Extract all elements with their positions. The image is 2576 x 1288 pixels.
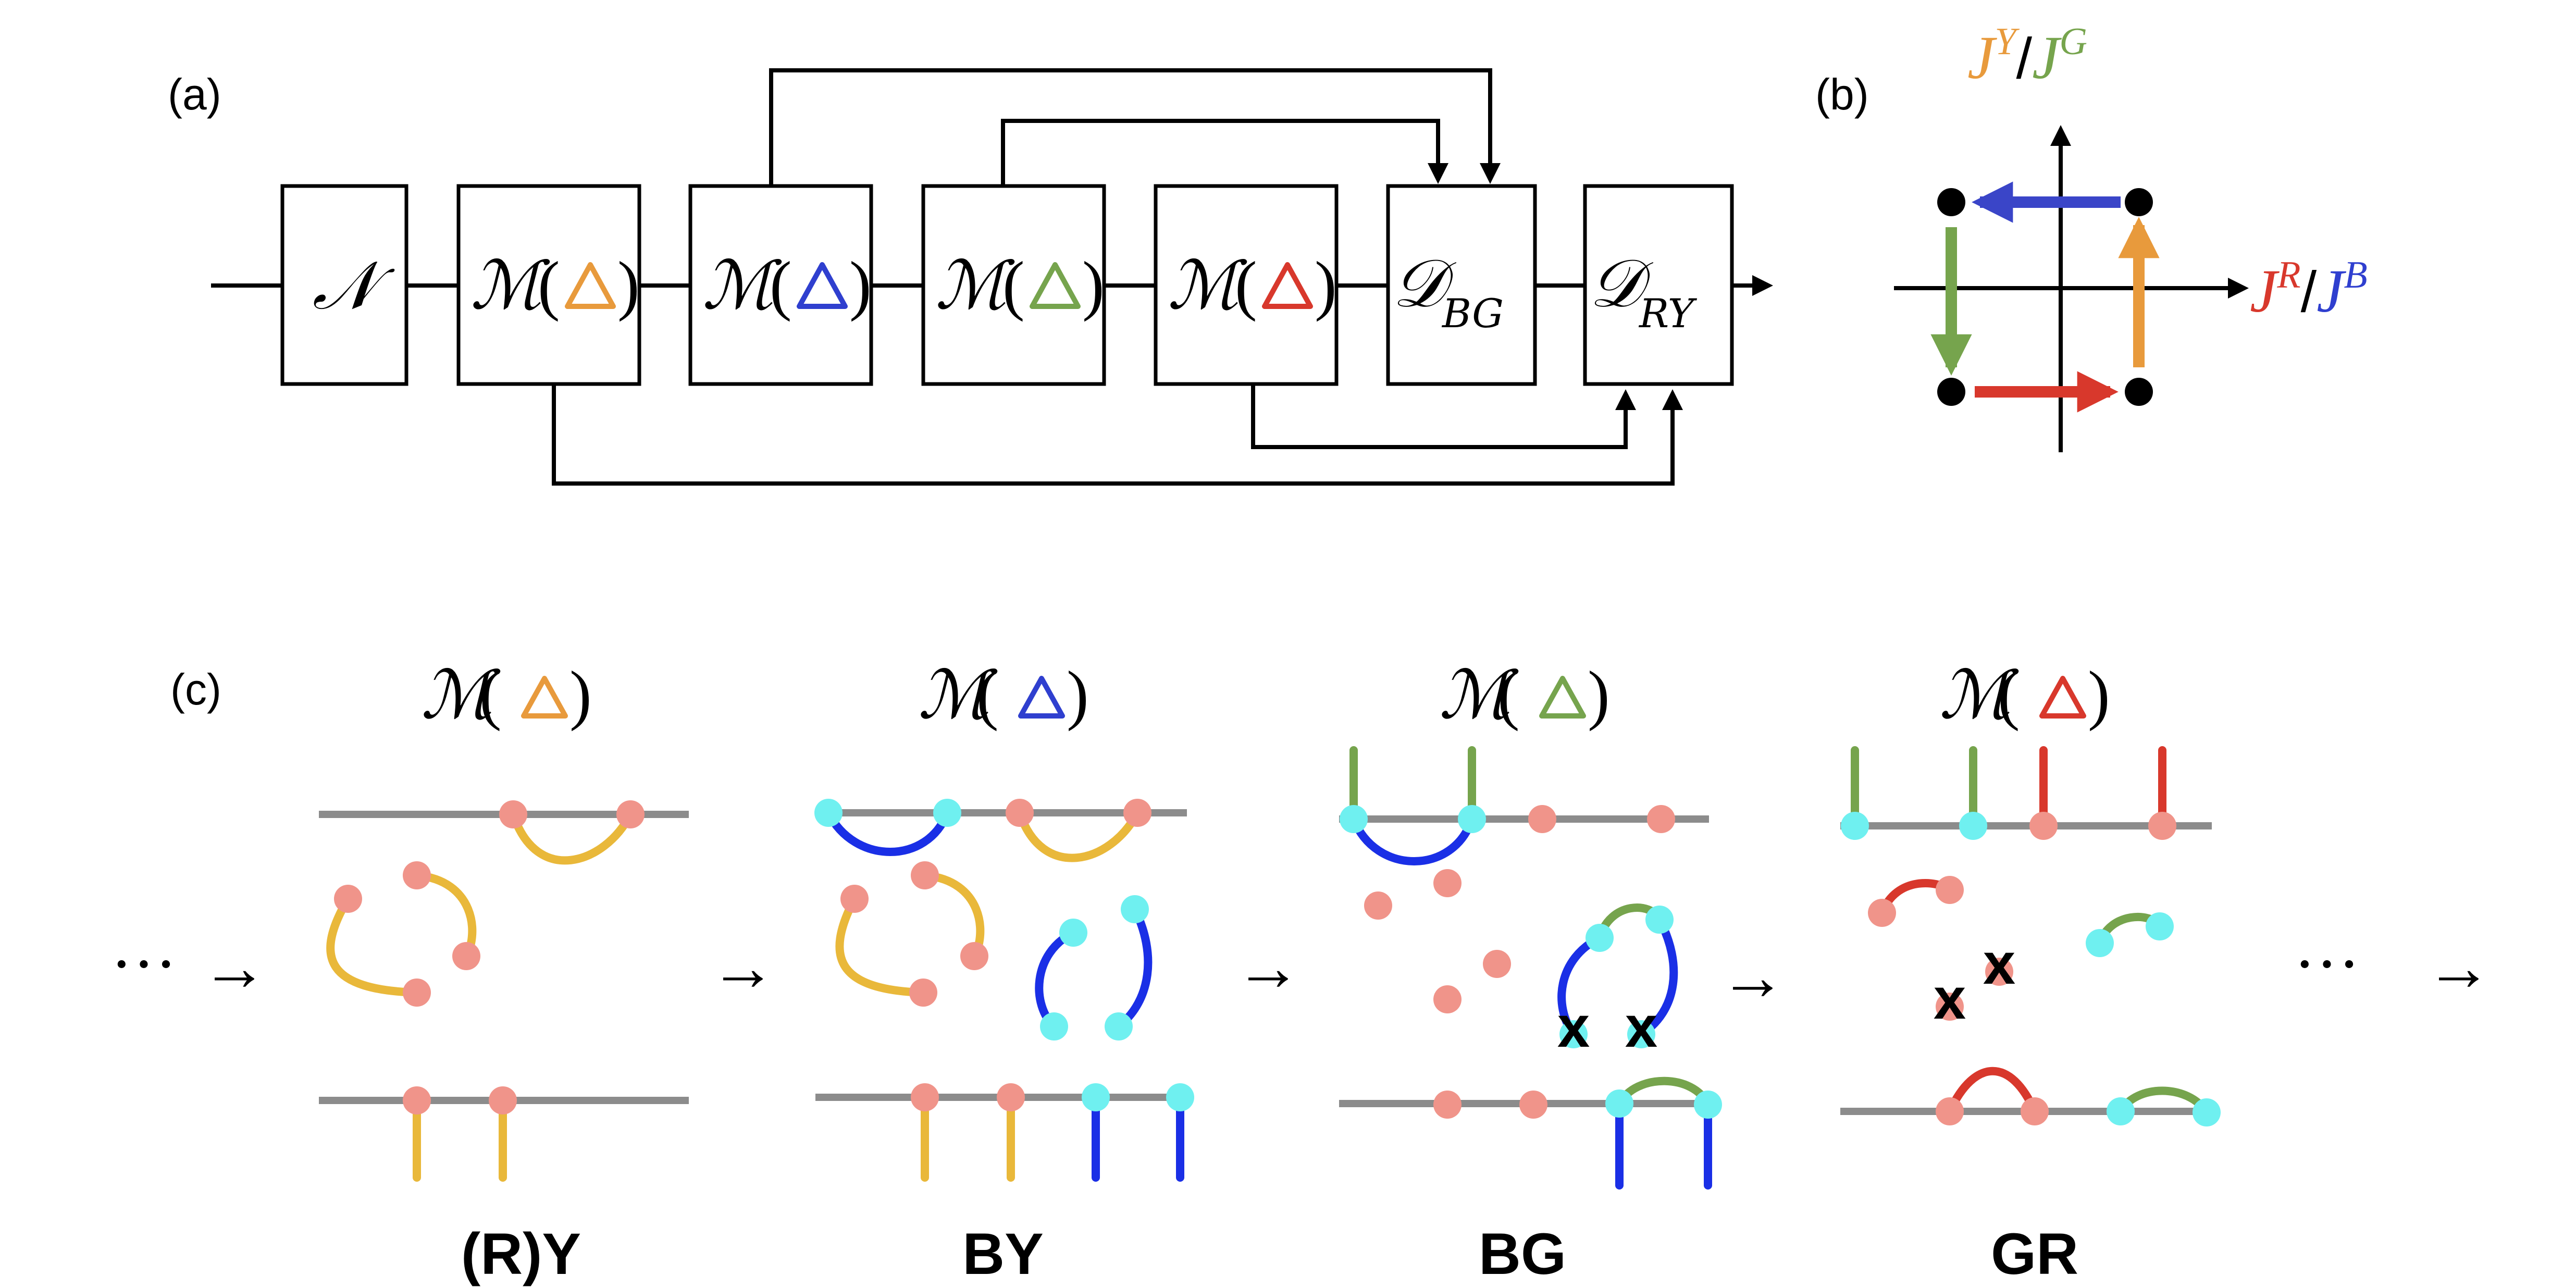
measure-symbol: ℳ — [1439, 657, 1519, 734]
measure-symbol: ℳ — [918, 657, 998, 734]
pink-dots — [334, 800, 645, 1114]
triangle-red-icon — [1262, 262, 1313, 309]
panel-label-a: (a) — [168, 70, 221, 119]
paren-close: ) — [849, 248, 872, 322]
paren-open: ( — [1235, 248, 1257, 322]
measure-box-red — [1154, 184, 1339, 386]
measure-symbol: ℳ — [935, 247, 1015, 325]
seq-arrow: → — [2425, 931, 2492, 1005]
pink-dots — [840, 799, 1151, 1111]
measure-symbol: ℳ — [1168, 247, 1247, 325]
paren-close: ) — [2088, 658, 2110, 732]
paren-close: ) — [1082, 248, 1105, 322]
paren-open: ( — [479, 658, 502, 732]
paren-close: ) — [1067, 658, 1089, 732]
step-label-3: BG — [1479, 1221, 1566, 1286]
measure-box-blue — [688, 184, 873, 386]
feedback-wire-red-to-DRY — [1251, 385, 1636, 449]
x-axis-label: JR/JB — [2250, 254, 2368, 325]
step-header-2: ℳ ( ) — [918, 657, 1089, 734]
state-dot — [1937, 378, 1965, 406]
measure-blue: ℳ ( ) — [702, 247, 872, 325]
step-panel-RY — [319, 800, 689, 1182]
ellipsis-end: ··· — [2294, 927, 2360, 1001]
step-label-1: (R)Y — [461, 1221, 581, 1286]
step-label-2: BY — [962, 1221, 1044, 1286]
feedback-wire-green-to-DBG — [1001, 119, 1448, 185]
measure-orange: ℳ ( ) — [470, 247, 640, 325]
triangle-green-icon — [1030, 262, 1081, 309]
paren-open: ( — [538, 248, 560, 322]
cross-mark: x — [1557, 994, 1590, 1059]
step-panel-BY — [814, 799, 1194, 1182]
step-panel-GR: x x — [1840, 746, 2221, 1126]
pink-dots — [1868, 812, 2176, 1125]
triangle-orange-icon — [565, 262, 616, 309]
panel-label-c: (c) — [170, 665, 221, 714]
cyan-dots — [1841, 812, 2221, 1126]
noise-box — [280, 184, 408, 386]
cyan-dots — [814, 799, 1194, 1111]
triangle-red-icon — [2039, 676, 2086, 719]
seq-arrow: → — [1719, 940, 1786, 1014]
paren-open: ( — [1497, 658, 1520, 732]
paren-open: ( — [1998, 658, 2020, 732]
cross-mark: x — [1934, 966, 1966, 1031]
pink-dots — [1364, 805, 1675, 1119]
cyan-dots — [1340, 805, 1722, 1119]
decoder-box-BG — [1386, 184, 1537, 386]
state-axes: JY/JG JR/JB — [1894, 20, 2368, 452]
blue-strands — [824, 809, 1184, 1182]
seq-arrow: → — [201, 931, 268, 1005]
y-axis-label: JY/JG — [1967, 20, 2087, 92]
yellow-strands — [326, 810, 635, 1182]
paren-close: ) — [617, 248, 640, 322]
seq-arrow: → — [710, 931, 776, 1005]
paren-close: ) — [1588, 658, 1610, 732]
measure-box-orange — [456, 184, 641, 386]
measure-symbol: ℳ — [702, 247, 782, 325]
red-strands — [1878, 746, 2166, 1116]
step-header-4: ℳ ( ) — [1939, 657, 2110, 734]
state-dot — [2125, 188, 2153, 216]
step-label-4: GR — [1991, 1221, 2078, 1286]
paren-open: ( — [770, 248, 792, 322]
measure-symbol: ℳ — [1939, 657, 2019, 734]
seq-arrow: → — [1235, 931, 1302, 1005]
feedback-wire-orange-to-DRY — [552, 385, 1683, 486]
paren-close: ) — [569, 658, 592, 732]
state-dot — [1937, 188, 1965, 216]
paren-close: ) — [1315, 248, 1337, 322]
state-dot — [2125, 378, 2153, 406]
measure-symbol: ℳ — [421, 657, 501, 734]
ellipsis-start: ··· — [110, 927, 177, 1001]
measure-symbol: ℳ — [470, 247, 550, 325]
cross-mark: x — [1625, 994, 1657, 1059]
paren-open: ( — [976, 658, 999, 732]
triangle-orange-icon — [521, 676, 568, 719]
decoder-subscript: RY — [1638, 290, 1698, 337]
sequence-arrows: ··· → → → → ··· → — [110, 927, 2492, 1014]
step-header-1: ℳ ( ) — [421, 657, 592, 734]
panel-label-b: (b) — [1815, 70, 1869, 119]
paren-open: ( — [1002, 248, 1025, 322]
circuit-diagram: 𝒩 ℳ ( ) ℳ ( ) ℳ ( ) ℳ ( ) 𝒟 BG — [211, 68, 1773, 486]
decoder-subscript: BG — [1441, 290, 1504, 337]
decoder-box-RY — [1583, 184, 1734, 386]
triangle-blue-icon — [797, 262, 848, 309]
step-header-3: ℳ ( ) — [1439, 657, 1610, 734]
cross-mark: x — [1983, 931, 2015, 996]
triangle-blue-icon — [1018, 676, 1065, 719]
measure-red: ℳ ( ) — [1168, 247, 1337, 325]
step-panel-BG: x x — [1339, 746, 1722, 1190]
measure-green: ℳ ( ) — [935, 247, 1105, 325]
triangle-green-icon — [1539, 676, 1586, 719]
measure-box-green — [921, 184, 1106, 386]
feedback-wire-blue-to-DBG — [769, 68, 1501, 185]
